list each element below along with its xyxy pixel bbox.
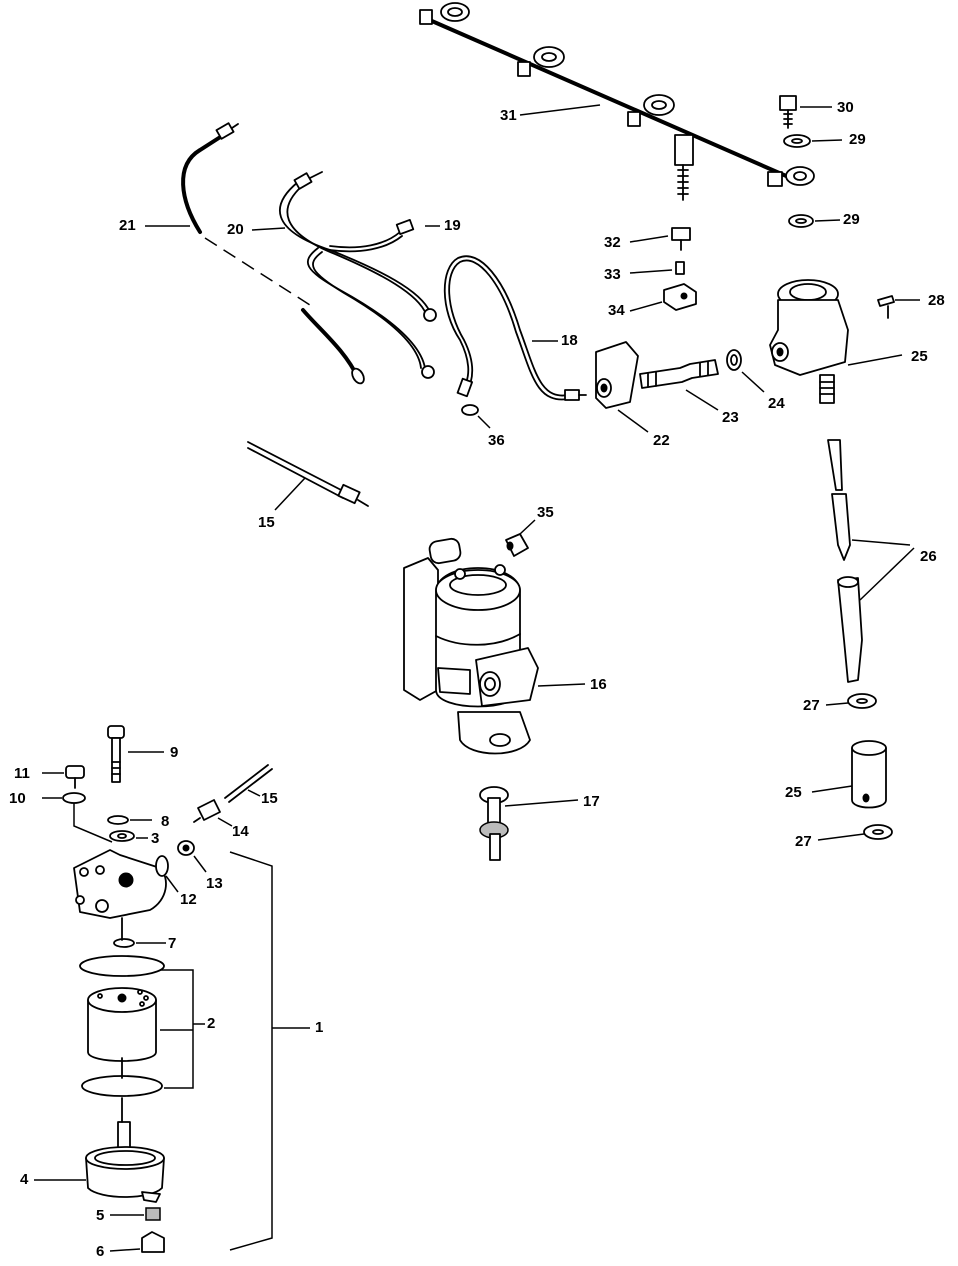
callout-6: 6 — [96, 1243, 105, 1260]
sleeve-part-25 — [811, 740, 887, 809]
callout-36: 36 — [488, 432, 505, 449]
washer-part-27-upper — [825, 693, 877, 709]
sleeve-part-33 — [629, 261, 685, 275]
callout-5: 5 — [96, 1207, 105, 1224]
washer-part-10 — [42, 792, 113, 843]
washer-part-29-upper — [783, 134, 843, 148]
callout-17: 17 — [583, 793, 600, 810]
callout-15-lower: 15 — [261, 790, 278, 807]
screw-part-11 — [42, 765, 85, 789]
plug-part-13 — [177, 840, 207, 873]
callout-26: 26 — [920, 548, 937, 565]
plug-part-14 — [193, 799, 233, 827]
injector-nozzle-part-26 — [827, 439, 915, 683]
callout-30: 30 — [837, 99, 854, 116]
callout-11: 11 — [14, 765, 30, 782]
block-part-34 — [629, 283, 697, 312]
washer-part-27-lower — [817, 824, 893, 841]
callout-23: 23 — [722, 409, 739, 426]
callout-34: 34 — [608, 302, 625, 319]
callout-35: 35 — [537, 504, 554, 521]
callout-16: 16 — [590, 676, 607, 693]
screw-part-28 — [877, 295, 920, 319]
callout-32: 32 — [604, 234, 621, 251]
callout-14: 14 — [232, 823, 249, 840]
callout-33: 33 — [604, 266, 621, 283]
washer-part-8 — [107, 815, 152, 825]
callout-19: 19 — [444, 217, 461, 234]
fuel-line-part-18 — [443, 255, 587, 401]
washer-part-3 — [109, 830, 148, 842]
callout-9: 9 — [170, 744, 179, 761]
callout-29-upper: 29 — [849, 131, 866, 148]
callout-27-upper: 27 — [803, 697, 820, 714]
callout-28: 28 — [928, 292, 945, 309]
adapter-part-22 — [595, 341, 649, 433]
callout-3: 3 — [151, 830, 160, 847]
callout-8: 8 — [161, 813, 170, 830]
callout-22: 22 — [653, 432, 670, 449]
fuel-line-part-21 — [145, 122, 365, 385]
seal-part-7 — [113, 938, 166, 948]
filter-bowl-part-4 — [34, 1121, 165, 1203]
callout-29-lower: 29 — [843, 211, 860, 228]
banjo-bolt-part-30 — [779, 95, 832, 129]
filter-head — [73, 849, 167, 919]
callout-21: 21 — [119, 217, 136, 234]
callout-25-upper: 25 — [911, 348, 928, 365]
plug-part-35 — [505, 519, 536, 557]
filter-element-part-2 — [79, 955, 205, 1097]
washer-part-29-lower — [788, 214, 841, 228]
bolt-part-32 — [629, 227, 691, 251]
leak-off-manifold-part-31 — [419, 2, 815, 201]
callout-25-lower: 25 — [785, 784, 802, 801]
callout-1: 1 — [315, 1019, 324, 1036]
pipe-part-15-lower — [224, 764, 273, 803]
callout-7: 7 — [168, 935, 177, 952]
bolt-part-9 — [107, 725, 164, 783]
callout-31: 31 — [500, 107, 517, 124]
drive-gear-part-17 — [479, 786, 579, 861]
callout-4: 4 — [20, 1171, 29, 1188]
fitting-part-23 — [639, 359, 719, 411]
callout-15-upper: 15 — [258, 514, 275, 531]
spring-part-5 — [110, 1207, 161, 1221]
callout-10: 10 — [9, 790, 26, 807]
washer-part-12 — [155, 855, 179, 893]
injector-holder-part-25 — [769, 279, 903, 404]
callout-20: 20 — [227, 221, 244, 238]
callout-18: 18 — [561, 332, 578, 349]
injection-pump-part-16 — [403, 537, 586, 755]
callout-13: 13 — [206, 875, 223, 892]
callout-27-lower: 27 — [795, 833, 812, 850]
bracket-assembly-part-1 — [229, 851, 310, 1251]
callout-2: 2 — [207, 1015, 216, 1032]
callout-12: 12 — [180, 891, 197, 908]
fuel-line-part-20 — [251, 171, 440, 379]
washer-part-24 — [726, 349, 765, 393]
callout-24: 24 — [768, 395, 785, 412]
drain-plug-part-6 — [109, 1231, 165, 1253]
pipe-part-15-upper — [247, 441, 369, 511]
washer-part-36 — [461, 404, 491, 429]
